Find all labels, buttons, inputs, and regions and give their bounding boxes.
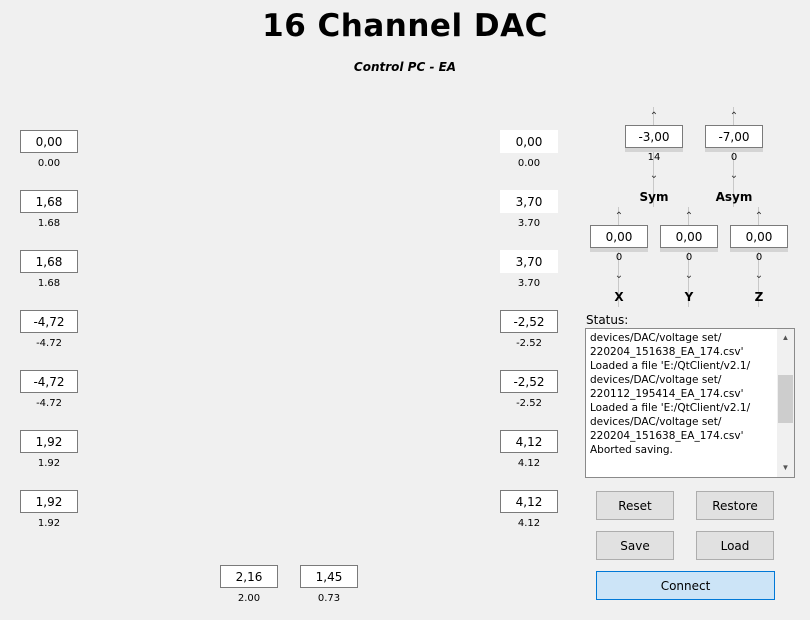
channel-readback-left-7: 1.92: [37, 518, 61, 529]
status-label: Status:: [586, 313, 629, 327]
y-readback: 0: [685, 252, 693, 263]
z-bar: [730, 248, 788, 252]
channel-input-left-5[interactable]: -4,72: [20, 370, 78, 393]
connect-button[interactable]: Connect: [596, 571, 775, 600]
y-spinner: ⌃ 0,00 0 ⌄: [658, 207, 720, 307]
status-line: devices/DAC/voltage set/: [590, 374, 722, 386]
status-line: devices/DAC/voltage set/: [590, 416, 722, 428]
status-log[interactable]: devices/DAC/voltage set/ 220204_151638_E…: [585, 328, 795, 478]
sym-readback: 14: [647, 152, 661, 163]
chevron-up-icon[interactable]: ⌃: [684, 211, 694, 222]
asym-slider-track[interactable]: [733, 107, 734, 207]
x-readback: 0: [615, 252, 623, 263]
channel-input-left-2[interactable]: 1,68: [20, 190, 78, 213]
chevron-down-icon[interactable]: ⌄: [684, 270, 694, 281]
channel-input-left-6[interactable]: 1,92: [20, 430, 78, 453]
load-button[interactable]: Load: [696, 531, 774, 560]
channel-input-left-3[interactable]: 1,68: [20, 250, 78, 273]
z-input[interactable]: 0,00: [730, 225, 788, 248]
status-line: devices/DAC/voltage set/: [590, 332, 722, 344]
y-input[interactable]: 0,00: [660, 225, 718, 248]
chevron-up-icon[interactable]: ⌃: [754, 211, 764, 222]
channel-input-left-1[interactable]: 0,00: [20, 130, 78, 153]
channel-input-right-5[interactable]: -2,52: [500, 370, 558, 393]
channel-readback-left-3: 1.68: [37, 278, 61, 289]
asym-readback: 0: [730, 152, 738, 163]
chevron-down-icon[interactable]: ⌄: [614, 270, 624, 281]
channel-readback-left-1: 0.00: [37, 158, 61, 169]
y-bar: [660, 248, 718, 252]
asym-input[interactable]: -7,00: [705, 125, 763, 148]
scroll-down-icon[interactable]: ▼: [781, 463, 790, 472]
status-line: Loaded a file 'E:/QtClient/v2.1/: [590, 360, 751, 372]
channel-readback-right-7: 4.12: [517, 518, 541, 529]
channel-input-right-7[interactable]: 4,12: [500, 490, 558, 513]
chevron-up-icon[interactable]: ⌃: [649, 111, 659, 122]
channel-readback-left-6: 1.92: [37, 458, 61, 469]
asym-label: Asym: [715, 190, 753, 204]
channel-input-left-7[interactable]: 1,92: [20, 490, 78, 513]
x-input[interactable]: 0,00: [590, 225, 648, 248]
z-readback: 0: [755, 252, 763, 263]
status-line: 220204_151638_EA_174.csv': [590, 346, 744, 358]
channel-readback-right-4: -2.52: [516, 338, 542, 349]
z-spinner: ⌃ 0,00 0 ⌄: [728, 207, 790, 307]
z-label: Z: [754, 290, 764, 304]
x-spinner: ⌃ 0,00 0 ⌄: [588, 207, 650, 307]
y-label: Y: [684, 290, 694, 304]
channel-input-right-2[interactable]: 3,70: [500, 190, 558, 213]
chevron-down-icon[interactable]: ⌄: [649, 170, 659, 181]
channel-readback-right-5: -2.52: [516, 398, 542, 409]
status-line: Aborted saving.: [590, 444, 673, 456]
channel-readback-bottom-2: 0.73: [317, 593, 341, 604]
sym-input[interactable]: -3,00: [625, 125, 683, 148]
status-line: Loaded a file 'E:/QtClient/v2.1/: [590, 402, 751, 414]
sym-label: Sym: [639, 190, 669, 204]
status-line: 220112_195414_EA_174.csv': [590, 388, 744, 400]
channel-input-right-1[interactable]: 0,00: [500, 130, 558, 153]
channel-input-bottom-2[interactable]: 1,45: [300, 565, 358, 588]
scroll-up-icon[interactable]: ▲: [781, 333, 790, 342]
channel-input-right-4[interactable]: -2,52: [500, 310, 558, 333]
x-label: X: [614, 290, 624, 304]
page-title: 16 Channel DAC: [262, 8, 548, 44]
save-button[interactable]: Save: [596, 531, 674, 560]
x-bar: [590, 248, 648, 252]
asym-spinner: ⌃ -7,00 0 ⌄: [703, 107, 765, 207]
channel-input-bottom-1[interactable]: 2,16: [220, 565, 278, 588]
asym-bar: [705, 148, 763, 152]
status-lines: devices/DAC/voltage set/ 220204_151638_E…: [590, 331, 778, 457]
status-line: 220204_151638_EA_174.csv': [590, 430, 744, 442]
status-scrollbar[interactable]: ▲ ▼: [777, 329, 794, 477]
sym-bar: [625, 148, 683, 152]
channel-readback-right-6: 4.12: [517, 458, 541, 469]
channel-readback-right-1: 0.00: [517, 158, 541, 169]
channel-input-right-3[interactable]: 3,70: [500, 250, 558, 273]
channel-readback-right-3: 3.70: [517, 278, 541, 289]
channel-input-left-4[interactable]: -4,72: [20, 310, 78, 333]
z-slider-track[interactable]: [758, 207, 759, 307]
channel-readback-bottom-1: 2.00: [237, 593, 261, 604]
chevron-up-icon[interactable]: ⌃: [614, 211, 624, 222]
sym-slider-track[interactable]: [653, 107, 654, 207]
chevron-down-icon[interactable]: ⌄: [754, 270, 764, 281]
chevron-down-icon[interactable]: ⌄: [729, 170, 739, 181]
sym-spinner: ⌃ -3,00 14 ⌄: [623, 107, 685, 207]
page-subtitle: Control PC - EA: [353, 60, 457, 74]
restore-button[interactable]: Restore: [696, 491, 774, 520]
scroll-thumb[interactable]: [778, 375, 793, 423]
y-slider-track[interactable]: [688, 207, 689, 307]
channel-readback-left-2: 1.68: [37, 218, 61, 229]
chevron-up-icon[interactable]: ⌃: [729, 111, 739, 122]
reset-button[interactable]: Reset: [596, 491, 674, 520]
channel-readback-right-2: 3.70: [517, 218, 541, 229]
channel-input-right-6[interactable]: 4,12: [500, 430, 558, 453]
x-slider-track[interactable]: [618, 207, 619, 307]
channel-readback-left-5: -4.72: [36, 398, 62, 409]
channel-readback-left-4: -4.72: [36, 338, 62, 349]
